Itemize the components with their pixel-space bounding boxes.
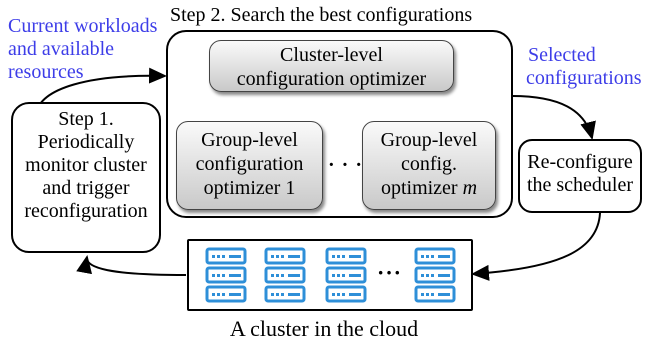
group-level-optimizer-1: Group-level configuration optimizer 1 — [176, 121, 323, 210]
inputs-label: Current workloads and available resource… — [8, 15, 158, 83]
selected-configurations-label: Selected configurations — [526, 44, 642, 89]
step2-title: Step 2. Search the best configurations — [170, 4, 473, 26]
arrow-cluster-to-step1 — [76, 255, 187, 276]
reconfigure-scheduler-box: Re-configure the scheduler — [518, 139, 642, 213]
cluster-caption: A cluster in the cloud — [229, 316, 419, 341]
server-ellipsis: ··· — [377, 260, 403, 285]
step1-box: Step 1. Periodically monitor cluster and… — [11, 102, 161, 253]
server-rack-icon — [414, 247, 456, 303]
server-rack-icon — [325, 247, 367, 303]
group-ellipsis: · · · — [328, 154, 364, 176]
arrow-search-to-reconfigure — [511, 95, 596, 140]
cluster-level-optimizer: Cluster-level configuration optimizer — [209, 40, 454, 92]
server-rack-icon — [264, 247, 306, 303]
variable-m: m — [462, 177, 478, 199]
group-level-optimizer-m: Group-level config. optimizer m — [362, 121, 496, 210]
server-rack-icon — [205, 247, 247, 303]
arrow-reconfigure-to-cluster — [471, 212, 601, 281]
